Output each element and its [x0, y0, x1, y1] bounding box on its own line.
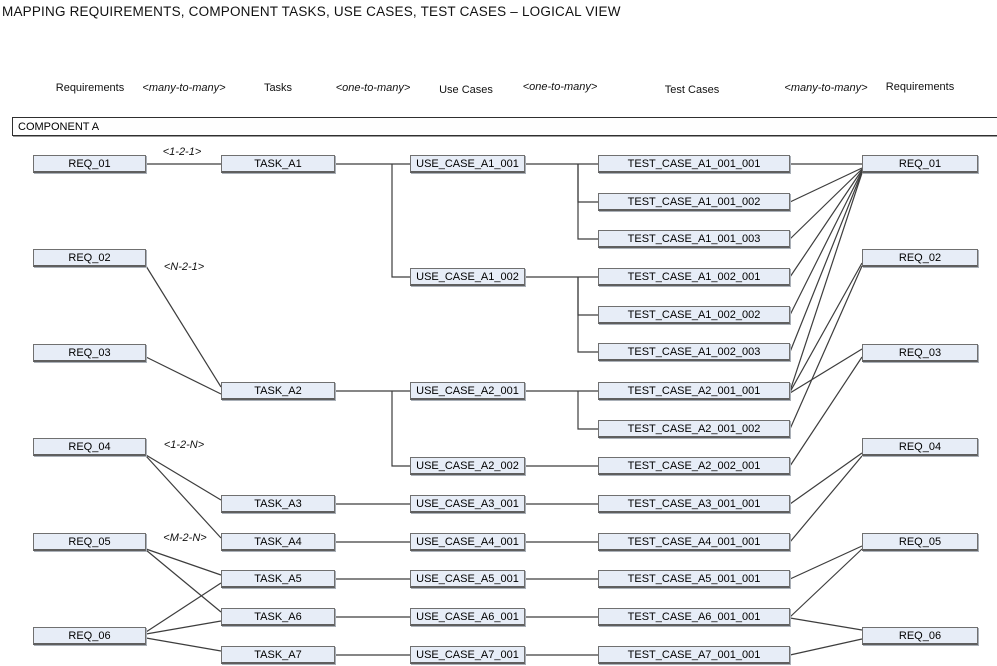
- cardinality-annotation: <1-2-1>: [162, 146, 202, 158]
- node-TEST_CASE_A2_001_002: TEST_CASE_A2_001_002: [598, 420, 790, 438]
- node-REQ_01_R: REQ_01: [862, 155, 978, 173]
- node-REQ_03_R: REQ_03: [862, 344, 978, 362]
- node-TASK_A7: TASK_A7: [221, 646, 335, 664]
- node-TASK_A4: TASK_A4: [221, 533, 335, 551]
- edge-REQ_05-to-TASK_A5: [145, 548, 222, 576]
- node-REQ_06_R: REQ_06: [862, 627, 978, 645]
- column-header: <many-to-many>: [784, 82, 868, 94]
- node-TASK_A5: TASK_A5: [221, 570, 335, 588]
- edge-REQ_05-to-TASK_A6: [145, 549, 222, 613]
- node-TEST_CASE_A3_001_001: TEST_CASE_A3_001_001: [598, 495, 790, 513]
- edge-REQ_02-to-TASK_A2: [145, 265, 222, 388]
- edge-TEST_CASE_A1_001_003-to-REQ_01_R: [789, 168, 863, 240]
- component-band-label: COMPONENT A: [18, 120, 100, 133]
- column-header: <one-to-many>: [522, 81, 598, 93]
- node-TEST_CASE_A1_001_003: TEST_CASE_A1_001_003: [598, 230, 790, 248]
- node-TEST_CASE_A7_001_001: TEST_CASE_A7_001_001: [598, 646, 790, 664]
- node-TEST_CASE_A1_002_003: TEST_CASE_A1_002_003: [598, 343, 790, 361]
- node-TEST_CASE_A2_002_001: TEST_CASE_A2_002_001: [598, 457, 790, 475]
- edge-TEST_CASE_A6_001_001-to-REQ_06_R: [789, 617, 863, 631]
- column-header: Requirements: [885, 81, 955, 93]
- cardinality-annotation: <1-2-N>: [163, 439, 205, 451]
- node-TASK_A6: TASK_A6: [221, 608, 335, 626]
- edge-USE_CASE_A1_001-to-TEST_CASE_A1_001_002: [577, 164, 598, 203]
- node-TEST_CASE_A1_002_001: TEST_CASE_A1_002_001: [598, 268, 790, 286]
- edge-TEST_CASE_A1_002_001-to-REQ_01_R: [789, 169, 863, 278]
- node-USE_CASE_A2_002: USE_CASE_A2_002: [410, 457, 525, 475]
- edge-REQ_03-to-TASK_A2: [145, 356, 222, 395]
- edge-TEST_CASE_A2_002_001-to-REQ_03_R: [789, 356, 863, 467]
- edge-USE_CASE_A1_002-to-TEST_CASE_A1_002_003: [577, 277, 598, 353]
- node-USE_CASE_A7_001: USE_CASE_A7_001: [410, 646, 525, 664]
- node-TEST_CASE_A4_001_001: TEST_CASE_A4_001_001: [598, 533, 790, 551]
- column-header: <many-to-many>: [142, 82, 226, 94]
- edge-TEST_CASE_A3_001_001-to-REQ_04_R: [789, 452, 863, 505]
- edge-USE_CASE_A1_001-to-TEST_CASE_A1_001_003: [577, 164, 598, 240]
- edge-TEST_CASE_A1_002_003-to-REQ_01_R: [789, 171, 863, 353]
- node-USE_CASE_A3_001: USE_CASE_A3_001: [410, 495, 525, 513]
- node-TEST_CASE_A2_001_001: TEST_CASE_A2_001_001: [598, 382, 790, 400]
- node-TEST_CASE_A6_001_001: TEST_CASE_A6_001_001: [598, 608, 790, 626]
- edge-REQ_04-to-TASK_A4: [145, 455, 222, 539]
- edge-REQ_06-to-TASK_A5: [145, 582, 222, 633]
- edge-REQ_06-to-TASK_A7: [145, 637, 222, 652]
- edge-TEST_CASE_A1_002_002-to-REQ_01_R: [789, 170, 863, 316]
- edge-TASK_A2-to-USE_CASE_A2_002: [391, 391, 410, 467]
- edge-TEST_CASE_A1_001_002-to-REQ_01_R: [789, 167, 863, 203]
- edge-TEST_CASE_A7_001_001-to-REQ_06_R: [789, 638, 863, 656]
- column-header: <one-to-many>: [335, 82, 411, 94]
- node-TEST_CASE_A1_001_001: TEST_CASE_A1_001_001: [598, 155, 790, 173]
- edge-TASK_A1-to-USE_CASE_A1_002: [391, 164, 410, 278]
- node-USE_CASE_A1_002: USE_CASE_A1_002: [410, 268, 525, 286]
- edge-TEST_CASE_A5_001_001-to-REQ_05_R: [789, 545, 863, 580]
- cardinality-annotation: <N-2-1>: [163, 261, 205, 273]
- node-TEST_CASE_A5_001_001: TEST_CASE_A5_001_001: [598, 570, 790, 588]
- node-TASK_A1: TASK_A1: [221, 155, 335, 173]
- node-USE_CASE_A4_001: USE_CASE_A4_001: [410, 533, 525, 551]
- edge-TEST_CASE_A2_001_002-to-REQ_02_R: [789, 265, 863, 430]
- column-header: Requirements: [55, 82, 125, 94]
- component-band: COMPONENT A: [12, 117, 997, 136]
- edge-REQ_06-to-TASK_A6: [145, 620, 222, 635]
- cardinality-annotation: <M-2-N>: [163, 532, 207, 544]
- page-title: MAPPING REQUIREMENTS, COMPONENT TASKS, U…: [2, 4, 621, 19]
- node-REQ_06: REQ_06: [33, 627, 146, 645]
- edge-TEST_CASE_A2_001_001-to-REQ_03_R: [789, 348, 863, 394]
- node-TASK_A2: TASK_A2: [221, 382, 335, 400]
- node-REQ_04: REQ_04: [33, 438, 146, 456]
- node-REQ_02: REQ_02: [33, 249, 146, 267]
- edge-TEST_CASE_A4_001_001-to-REQ_04_R: [789, 455, 863, 543]
- node-REQ_03: REQ_03: [33, 344, 146, 362]
- node-USE_CASE_A6_001: USE_CASE_A6_001: [410, 608, 525, 626]
- node-TASK_A3: TASK_A3: [221, 495, 335, 513]
- column-header: Test Cases: [664, 84, 720, 96]
- edge-TEST_CASE_A2_001_001-to-REQ_01_R: [789, 172, 863, 392]
- node-TEST_CASE_A1_001_002: TEST_CASE_A1_001_002: [598, 193, 790, 211]
- edge-REQ_04-to-TASK_A3: [145, 454, 222, 501]
- node-REQ_05: REQ_05: [33, 533, 146, 551]
- edge-USE_CASE_A1_002-to-TEST_CASE_A1_002_002: [577, 277, 598, 316]
- node-REQ_05_R: REQ_05: [862, 533, 978, 551]
- edge-TEST_CASE_A2_001_001-to-REQ_02_R: [789, 262, 863, 393]
- node-REQ_01: REQ_01: [33, 155, 146, 173]
- node-USE_CASE_A1_001: USE_CASE_A1_001: [410, 155, 525, 173]
- node-TEST_CASE_A1_002_002: TEST_CASE_A1_002_002: [598, 306, 790, 324]
- node-REQ_04_R: REQ_04: [862, 438, 978, 456]
- node-USE_CASE_A2_001: USE_CASE_A2_001: [410, 382, 525, 400]
- edge-USE_CASE_A2_001-to-TEST_CASE_A2_001_002: [577, 391, 598, 430]
- column-header: Use Cases: [439, 84, 493, 96]
- edge-TEST_CASE_A6_001_001-to-REQ_05_R: [789, 548, 863, 618]
- node-REQ_02_R: REQ_02: [862, 249, 978, 267]
- column-header: Tasks: [263, 82, 293, 94]
- node-USE_CASE_A5_001: USE_CASE_A5_001: [410, 570, 525, 588]
